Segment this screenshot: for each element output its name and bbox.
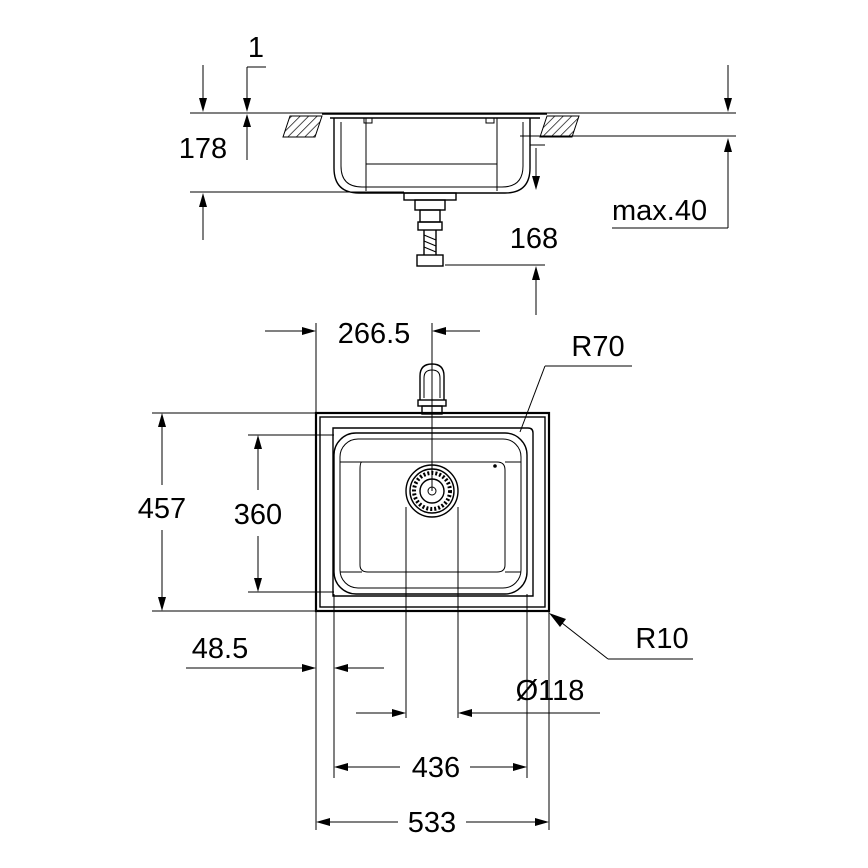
- dim-depth-inner: 360: [234, 499, 282, 531]
- dim-depth-outer: 457: [138, 493, 186, 525]
- dim-width-outer: 533: [408, 807, 456, 839]
- sink-bowl: [333, 432, 528, 595]
- dim-drain-depth: 168: [510, 223, 558, 255]
- top-view: 266.5 R70 R10 457 360: [138, 318, 693, 839]
- sink-bowl-profile: [333, 118, 531, 194]
- side-view: 1 178 168 max.40: [179, 32, 736, 315]
- dim-width-inner: 436: [412, 752, 460, 784]
- countertop-left-section: [282, 115, 323, 138]
- dim-top-offset: 1: [248, 32, 264, 64]
- dim-corner-radius-inner: R70: [571, 331, 624, 363]
- dim-edge-offset: 48.5: [192, 633, 248, 665]
- dim-counter-max: max.40: [612, 195, 707, 227]
- countertop-right-section: [539, 115, 580, 138]
- dim-tap-position: 266.5: [338, 318, 411, 350]
- dim-corner-radius-outer: R10: [635, 623, 688, 655]
- dim-drain-diameter: Ø118: [516, 675, 585, 707]
- dim-height-total: 178: [179, 133, 227, 165]
- drain-waste-fitting: [403, 192, 457, 267]
